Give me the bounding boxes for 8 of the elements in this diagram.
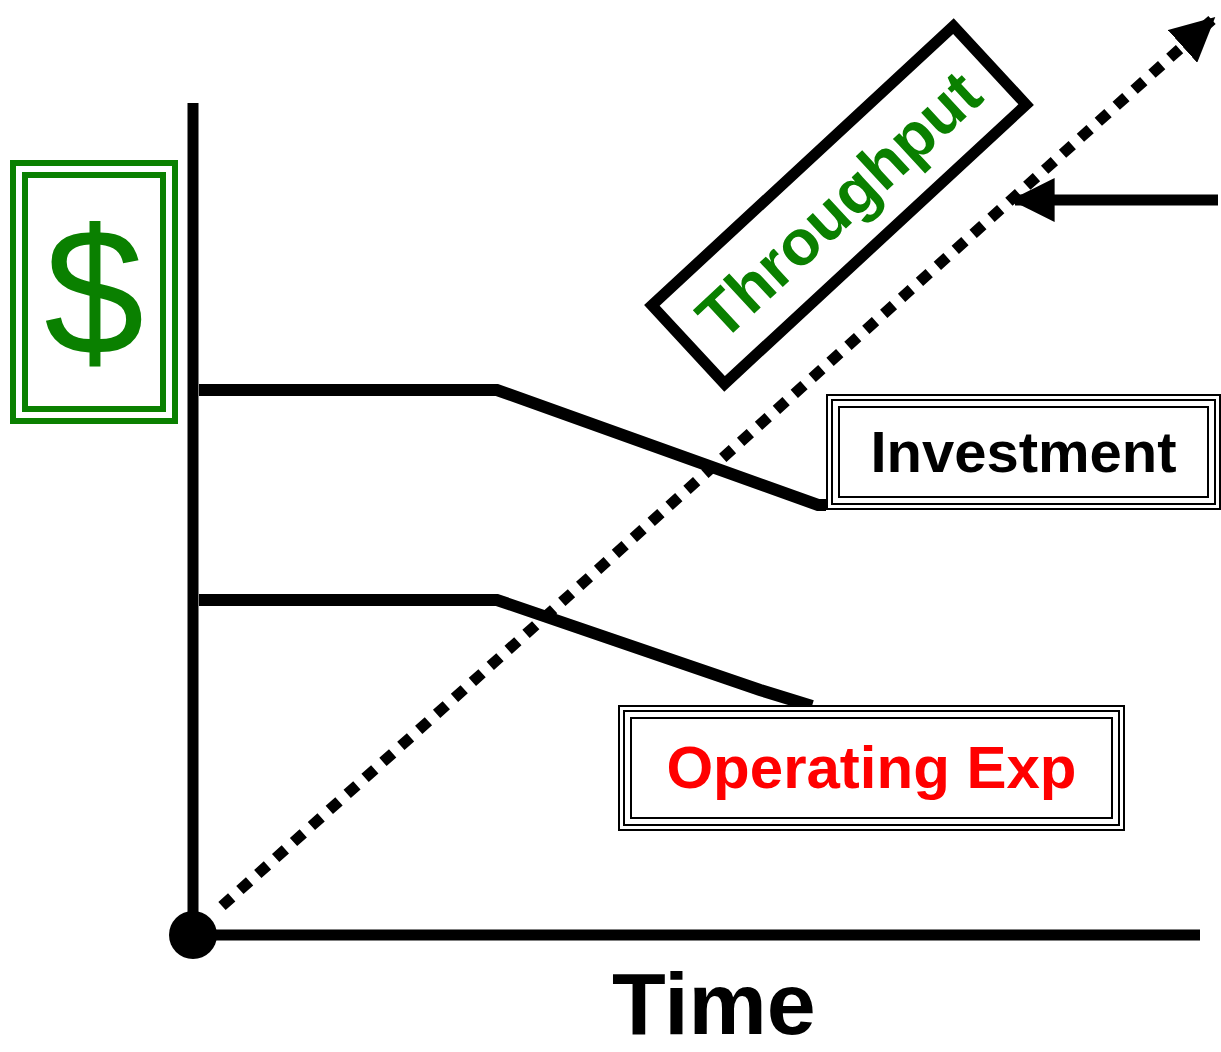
axis-title: Time bbox=[612, 960, 816, 1048]
dollar-sign: $ bbox=[43, 202, 145, 382]
trend-line bbox=[199, 384, 826, 511]
box-label: Operating Exp bbox=[666, 738, 1077, 798]
operating-expense-box bbox=[618, 705, 1125, 831]
investment-box bbox=[826, 394, 1221, 510]
box-label: Investment bbox=[870, 423, 1177, 481]
dollar-sign-box bbox=[10, 160, 178, 424]
